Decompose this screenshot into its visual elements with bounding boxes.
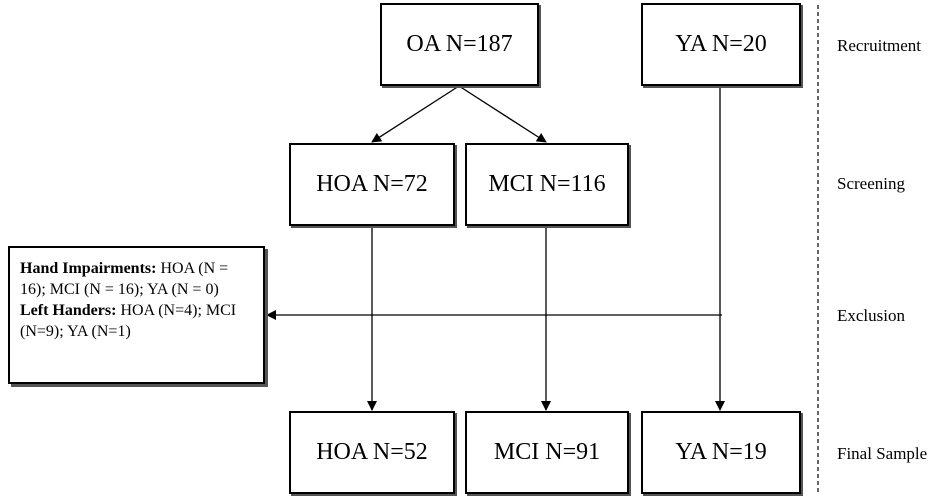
stage-recruitment: Recruitment [837, 36, 922, 55]
left-handers-text: HOA (N=4); MCI (N=9); YA (N=1) [20, 302, 237, 340]
arrow-oa-to-mci [458, 85, 547, 143]
stage-screening: Screening [837, 174, 905, 193]
hoa-screening-box: HOA N=72 [289, 143, 455, 226]
mci-final-box: MCI N=91 [465, 411, 629, 494]
mci-screening-box: MCI N=116 [465, 143, 629, 226]
left-handers-heading: Left Handers: [20, 302, 117, 319]
ya-final-box: YA N=19 [641, 411, 801, 494]
exclusion-details: Hand Impairments: HOA (N = 16); MCI (N =… [8, 246, 265, 384]
stage-final-sample: Final Sample [837, 444, 928, 463]
ya-box: YA N=20 [641, 3, 801, 86]
stage-exclusion: Exclusion [837, 306, 905, 325]
hand-impairments-text: HOA (N = 16); MCI (N = 16); YA (N = 0) [20, 260, 229, 298]
hoa-final-box: HOA N=52 [289, 411, 455, 494]
oa-box: OA N=187 [380, 3, 539, 86]
hand-impairments-heading: Hand Impairments: [20, 260, 157, 277]
arrow-oa-to-hoa [371, 85, 460, 143]
